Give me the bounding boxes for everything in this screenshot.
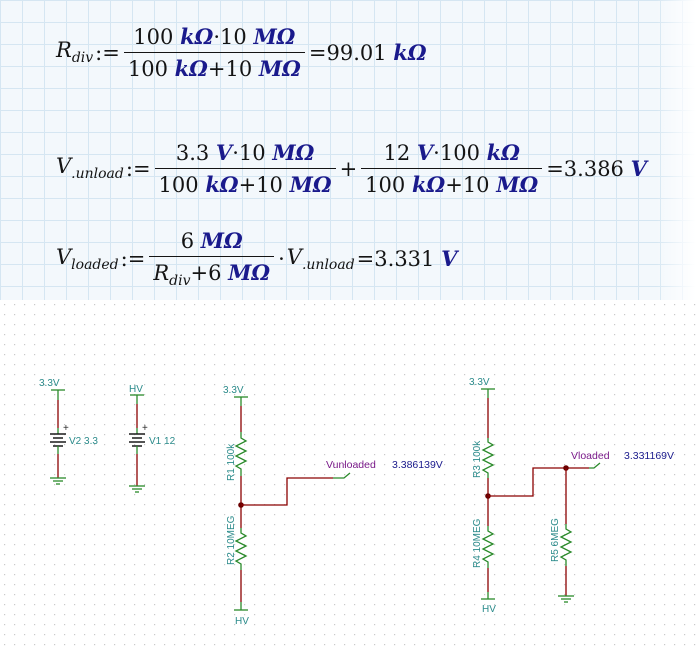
net-label-hv: HV bbox=[129, 384, 143, 395]
vunload-fraction-1: 3.3 V·10 MΩ 100 kΩ+10 MΩ bbox=[154, 140, 336, 197]
r2-label: R2 10MEG bbox=[226, 515, 237, 565]
r5-label: R5 6MEG bbox=[550, 518, 561, 562]
vloaded-result: =3.331 V bbox=[356, 246, 458, 272]
fraction-denominator: 100 kΩ+10 MΩ bbox=[361, 168, 543, 197]
resistor-r3[interactable] bbox=[481, 438, 495, 478]
equation-vloaded[interactable]: Vloaded := 6 MΩ Rdiv+6 MΩ · V.unload =3.… bbox=[56, 228, 457, 289]
multiply-operator: · bbox=[278, 246, 285, 271]
net-label-3v3: 3.3V bbox=[469, 377, 490, 388]
vunload-fraction-2: 12 V·100 kΩ 100 kΩ+10 MΩ bbox=[361, 140, 543, 197]
fraction-denominator: Rdiv+6 MΩ bbox=[149, 256, 275, 289]
probe-value-vunloaded: 3.386139V bbox=[392, 459, 443, 471]
schematic-grid bbox=[0, 300, 696, 653]
assign-operator: := bbox=[125, 156, 151, 181]
net-label-hv: HV bbox=[482, 604, 496, 615]
assign-operator: := bbox=[120, 246, 146, 271]
vloaded-fraction: 6 MΩ Rdiv+6 MΩ bbox=[149, 228, 275, 289]
voltage-source-v1[interactable]: HV + V1 12 bbox=[129, 384, 176, 493]
voltage-probe-icon[interactable] bbox=[333, 472, 351, 479]
fraction-denominator: 100 kΩ+10 MΩ bbox=[123, 52, 305, 81]
fraction-numerator: 100 kΩ·10 MΩ bbox=[133, 24, 296, 49]
schematic-canvas[interactable]: 3.3V + V2 3.3 HV + V1 12 3 bbox=[0, 300, 696, 653]
polarity-plus: + bbox=[63, 423, 69, 434]
fraction-numerator: 6 MΩ bbox=[180, 228, 243, 253]
equation-rdiv[interactable]: Rdiv := 100 kΩ·10 MΩ 100 kΩ+10 MΩ =99.01… bbox=[56, 24, 427, 81]
equation-vunload[interactable]: V.unload := 3.3 V·10 MΩ 100 kΩ+10 MΩ + 1… bbox=[56, 140, 647, 197]
fraction-denominator: 100 kΩ+10 MΩ bbox=[154, 168, 336, 197]
resistor-r5[interactable] bbox=[559, 524, 573, 566]
resistor-r4[interactable] bbox=[481, 526, 495, 568]
probe-name-vunloaded: Vunloaded bbox=[326, 459, 376, 471]
v2-label: V2 3.3 bbox=[69, 436, 98, 447]
r4-label: R4 10MEG bbox=[472, 518, 483, 568]
voltage-probe-icon[interactable] bbox=[589, 462, 601, 469]
output-wire bbox=[488, 467, 589, 497]
net-label-hv: HV bbox=[235, 616, 249, 627]
probe-value-vloaded: 3.331169V bbox=[624, 450, 674, 462]
probe-name-vloaded: Vloaded bbox=[571, 450, 610, 462]
divider-loaded[interactable]: 3.3V R3 100k Vloaded 3.331169V R4 10MEG … bbox=[469, 377, 674, 615]
output-wire bbox=[241, 477, 333, 506]
divider-unloaded[interactable]: 3.3V R1 100k Vunloaded 3.386139V R2 10ME… bbox=[223, 385, 443, 627]
fraction-numerator: 3.3 V·10 MΩ bbox=[175, 140, 315, 165]
rdiv-fraction: 100 kΩ·10 MΩ 100 kΩ+10 MΩ bbox=[123, 24, 305, 81]
assign-operator: := bbox=[95, 40, 120, 65]
voltage-source-v2[interactable]: 3.3V + V2 3.3 bbox=[39, 378, 98, 485]
net-label-3v3: 3.3V bbox=[39, 378, 60, 389]
r3-label: R3 100k bbox=[472, 440, 483, 478]
vunload-reference: V.unload bbox=[286, 244, 355, 273]
rdiv-variable: Rdiv bbox=[56, 38, 94, 67]
sheet-edge-fade bbox=[656, 0, 696, 300]
polarity-plus: + bbox=[142, 423, 148, 434]
vunload-variable: V.unload bbox=[56, 154, 124, 183]
r1-label: R1 100k bbox=[226, 443, 237, 481]
vunload-result: =3.386 V bbox=[546, 156, 647, 181]
plus-operator: + bbox=[339, 156, 358, 181]
vloaded-variable: Vloaded bbox=[56, 244, 119, 273]
resistor-r1[interactable] bbox=[234, 432, 248, 476]
net-label-3v3: 3.3V bbox=[223, 385, 244, 396]
resistor-r2[interactable] bbox=[234, 528, 248, 570]
rdiv-result: =99.01 kΩ bbox=[308, 40, 427, 65]
mathcad-worksheet: Rdiv := 100 kΩ·10 MΩ 100 kΩ+10 MΩ =99.01… bbox=[0, 0, 696, 300]
fraction-numerator: 12 V·100 kΩ bbox=[383, 140, 520, 165]
v1-label: V1 12 bbox=[149, 436, 176, 447]
